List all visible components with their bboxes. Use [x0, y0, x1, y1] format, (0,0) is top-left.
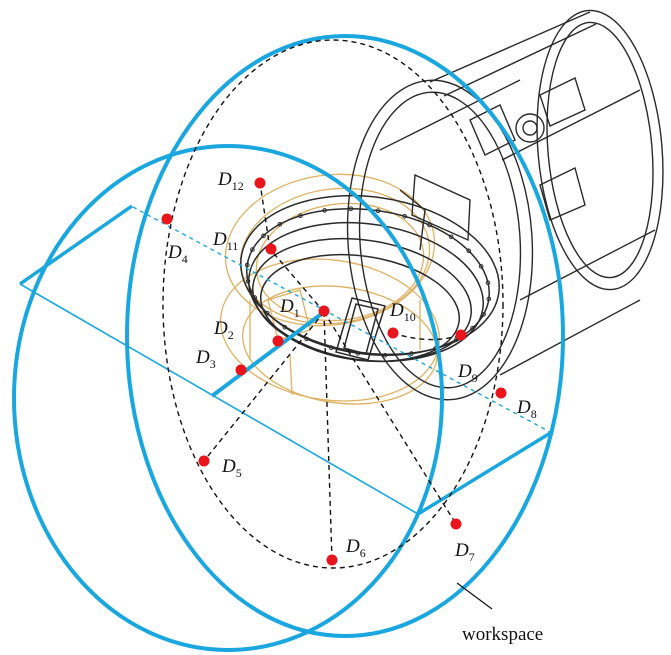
cage-frame [346, 9, 664, 401]
trajectory-ellipse [162, 39, 504, 569]
point-d3 [235, 364, 247, 376]
bolt-hole [485, 280, 491, 286]
point-label-d11: D11 [212, 229, 238, 253]
point-subscript: 3 [210, 357, 216, 371]
bolt-hole [466, 248, 472, 254]
workspace-label: workspace [462, 624, 543, 645]
point-d9 [455, 329, 467, 341]
point-label-d6: D6 [345, 536, 366, 560]
point-d10 [387, 327, 399, 339]
point-d6 [326, 554, 338, 566]
point-d11 [265, 243, 277, 255]
bolt-hole [250, 247, 255, 252]
bolt-hole [453, 337, 459, 343]
bolt-hole [448, 234, 454, 240]
bolt-hole [382, 353, 388, 358]
bolt-hole [298, 213, 303, 218]
bolt-hole [277, 222, 283, 227]
bolt-hole [481, 312, 486, 317]
workspace-dashed-axis [132, 206, 551, 433]
point-subscript: 2 [228, 328, 234, 342]
workspace-top-edge [18, 204, 134, 286]
point-label-d1: D1 [279, 296, 300, 320]
workspace-boundary [12, 34, 565, 652]
point-subscript: 8 [531, 407, 537, 421]
construction-line [259, 182, 271, 250]
point-subscript: 1 [294, 306, 300, 320]
point-d12 [254, 177, 266, 189]
mechanism-illustration [219, 9, 664, 405]
bolt-hole [265, 310, 270, 316]
point-subscript: 9 [472, 371, 478, 385]
point-label-d7: D7 [454, 540, 475, 564]
point-d4 [161, 213, 173, 225]
bolt-hole [304, 336, 309, 342]
bolt-hole [252, 295, 258, 300]
trajectory-lines [162, 39, 504, 569]
workspace-bottom-edge [417, 430, 553, 516]
bolt-hole [409, 351, 414, 356]
bolt-hole [355, 351, 361, 356]
bolt-hole [486, 296, 492, 302]
point-d7 [450, 518, 462, 530]
point-d1 [318, 305, 330, 317]
bolt-hole [427, 222, 432, 228]
construction-line [323, 311, 457, 525]
point-subscript: 12 [232, 179, 244, 193]
workspace-axis-line [19, 283, 419, 515]
point-label-d4: D4 [167, 242, 188, 266]
point-subscript: 4 [182, 252, 188, 266]
bolt-hole [244, 262, 250, 268]
point-label-d8: D8 [516, 397, 537, 421]
point-label-d3: D3 [195, 347, 216, 371]
bolt-hole [478, 264, 484, 269]
bolt-hole [322, 208, 327, 213]
point-subscript: 10 [404, 310, 416, 324]
point-label-d12: D12 [217, 169, 244, 193]
point-d5 [198, 455, 210, 467]
bolt-hole [282, 324, 288, 330]
point-subscript: 5 [236, 466, 242, 480]
point-subscript: 7 [469, 550, 475, 564]
bolt-hole [261, 233, 266, 239]
workspace-back-ellipse [125, 34, 565, 638]
point-subscript: 6 [360, 546, 366, 560]
point-label-d2: D2 [213, 318, 234, 342]
point-label-d5: D5 [221, 456, 242, 480]
point-subscript: 11 [227, 239, 239, 253]
bolt-hole [375, 208, 381, 213]
workspace-callout-leader [456, 582, 493, 610]
construction-arc [392, 332, 462, 341]
bolt-hole [470, 325, 475, 331]
workspace-radius-segment [210, 310, 326, 398]
construction-line [269, 248, 325, 313]
point-label-d9: D9 [457, 361, 478, 385]
bolt-hole [348, 206, 354, 211]
point-d8 [495, 387, 507, 399]
point-label-d10: D10 [389, 300, 416, 324]
bolt-hole [402, 214, 408, 219]
bolt-hole [329, 345, 334, 351]
flange-bolts [244, 206, 492, 358]
bolt-hole [245, 279, 251, 284]
construction-line [203, 311, 325, 462]
workspace-front-ellipse [12, 144, 444, 652]
point-d2 [272, 335, 284, 347]
